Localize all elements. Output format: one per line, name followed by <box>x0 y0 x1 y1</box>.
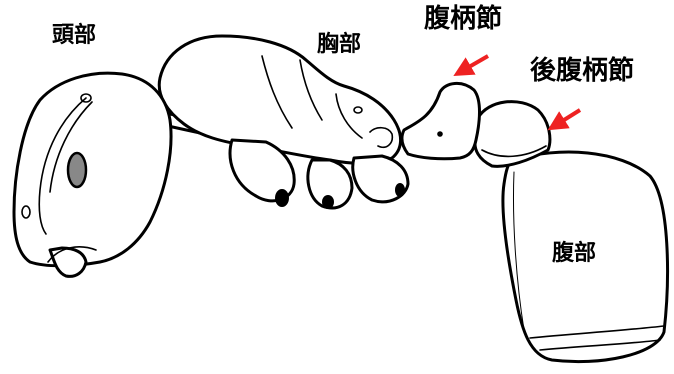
label-thorax: 胸部 <box>317 32 362 57</box>
middle-coxa <box>306 158 354 210</box>
postpetiole <box>473 100 552 168</box>
mandible <box>48 246 88 278</box>
middle-coxa-tip <box>322 195 334 209</box>
thorax <box>157 34 402 165</box>
hind-coxa-tip <box>395 183 405 197</box>
head <box>12 71 173 278</box>
label-head: 頭部 <box>52 23 97 48</box>
eye <box>66 151 88 189</box>
red-arrow-icon <box>547 108 582 131</box>
front-coxa-tip <box>275 189 289 207</box>
label-gaster: 腹部 <box>552 241 597 266</box>
red-arrow-icon <box>453 54 489 76</box>
legs <box>228 138 410 210</box>
petiole <box>400 82 481 161</box>
gaster <box>501 150 669 364</box>
hind-coxa <box>351 154 410 204</box>
label-petiole: 腹柄節 <box>424 4 503 34</box>
label-postpetiole: 後腹柄節 <box>530 56 635 86</box>
